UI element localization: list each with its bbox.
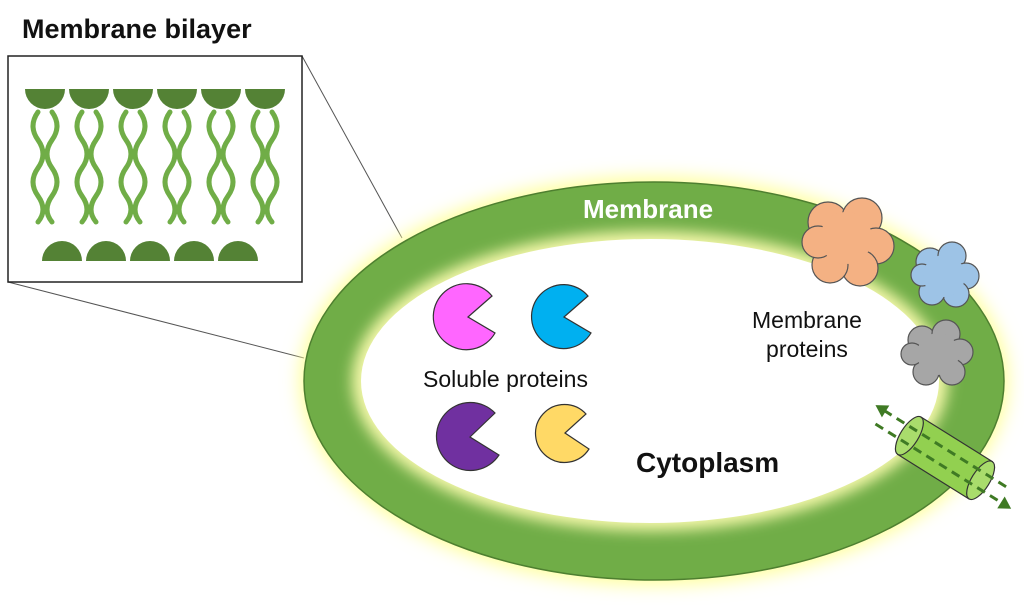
membrane-proteins-label-line1: Membrane bbox=[752, 307, 862, 333]
lipid-heads-bottom bbox=[2, 241, 258, 261]
soluble-protein-yellow bbox=[534, 403, 590, 464]
soluble-proteins-label: Soluble proteins bbox=[423, 366, 588, 392]
membrane-protein-gray bbox=[900, 319, 974, 386]
soluble-protein-cyan bbox=[530, 284, 592, 350]
soluble-protein-pink bbox=[432, 283, 496, 351]
membrane-proteins-label: Membrane proteins bbox=[752, 306, 862, 364]
cytoplasm bbox=[361, 239, 939, 523]
cytoplasm-label: Cytoplasm bbox=[636, 447, 780, 478]
membrane-protein-blue bbox=[910, 241, 980, 308]
bilayer-title: Membrane bilayer bbox=[22, 14, 252, 44]
channel-protein bbox=[874, 405, 1012, 509]
lipid-tails bbox=[30, 109, 280, 225]
lipid-heads-top bbox=[25, 89, 285, 109]
soluble-protein-purple bbox=[435, 401, 500, 472]
membrane-proteins-label-line2: proteins bbox=[766, 336, 848, 362]
zoom-line-top bbox=[301, 55, 403, 239]
membrane-protein-orange bbox=[801, 197, 895, 287]
zoom-line-bottom bbox=[7, 281, 305, 359]
membrane-label: Membrane bbox=[583, 194, 714, 224]
